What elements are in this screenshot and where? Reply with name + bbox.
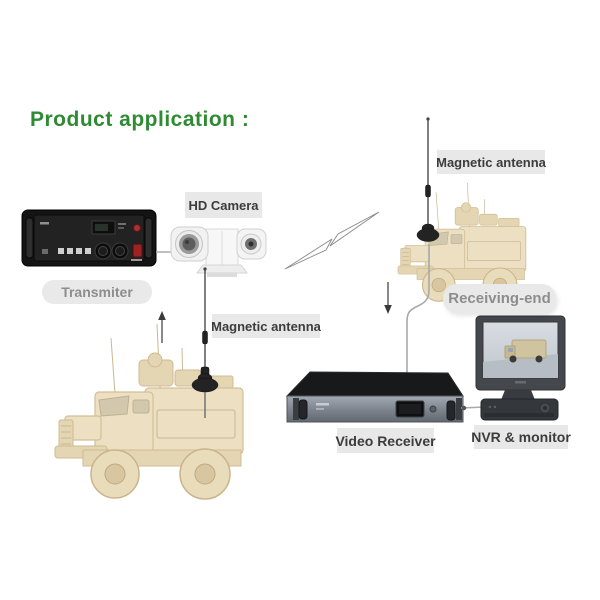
page-title: Product application : — [30, 108, 250, 131]
hd-camera-label: HD Camera — [185, 192, 262, 218]
receiver-button — [429, 405, 437, 413]
antenna-magnetic-base — [191, 377, 219, 393]
monitor-stand — [501, 390, 535, 400]
transmitter-indicator-light — [133, 224, 141, 232]
nvr-monitor-label: NVR & monitor — [471, 425, 571, 449]
transmit-vehicle — [54, 323, 244, 500]
hd-camera-device — [170, 226, 267, 277]
antenna-coil — [425, 184, 431, 198]
receiver-cable — [406, 244, 430, 390]
transmitter-button — [58, 248, 64, 254]
camera-lens-right — [248, 241, 254, 247]
wireless-signal-bolt — [284, 211, 380, 270]
transmitter-label: Transmiter — [42, 280, 152, 304]
transmitter-power-switch — [132, 243, 143, 258]
screen-truck-image — [504, 339, 547, 363]
video-receiver-label: Video Receiver — [335, 428, 436, 453]
downlink-arrow — [384, 282, 392, 314]
rack-handle-left — [25, 217, 34, 259]
magnetic-antenna-right-label: Magnetic antenna — [436, 150, 546, 174]
rack-handle-right — [144, 217, 153, 259]
nvr-monitor-device — [475, 315, 566, 421]
transmitter-button — [67, 248, 73, 254]
transmitter-device — [21, 209, 157, 267]
magnetic-antenna-right — [416, 117, 440, 242]
transmitter-button — [76, 248, 82, 254]
antenna-magnetic-base — [416, 228, 440, 242]
rack-handle-right — [446, 400, 456, 421]
video-receiver-device — [285, 371, 464, 423]
camera-lens-left — [182, 237, 196, 251]
rack-handle-left — [298, 399, 308, 420]
cable-connector — [461, 405, 467, 411]
transmitter-button — [85, 248, 91, 254]
receiving-end-label: Receiving-end — [443, 284, 556, 313]
antenna-coil — [202, 330, 208, 345]
magnetic-antenna-left — [191, 267, 219, 418]
uplink-arrow — [158, 311, 166, 343]
camera-base — [196, 264, 248, 274]
magnetic-antenna-left-label: Magnetic antenna — [211, 314, 321, 338]
